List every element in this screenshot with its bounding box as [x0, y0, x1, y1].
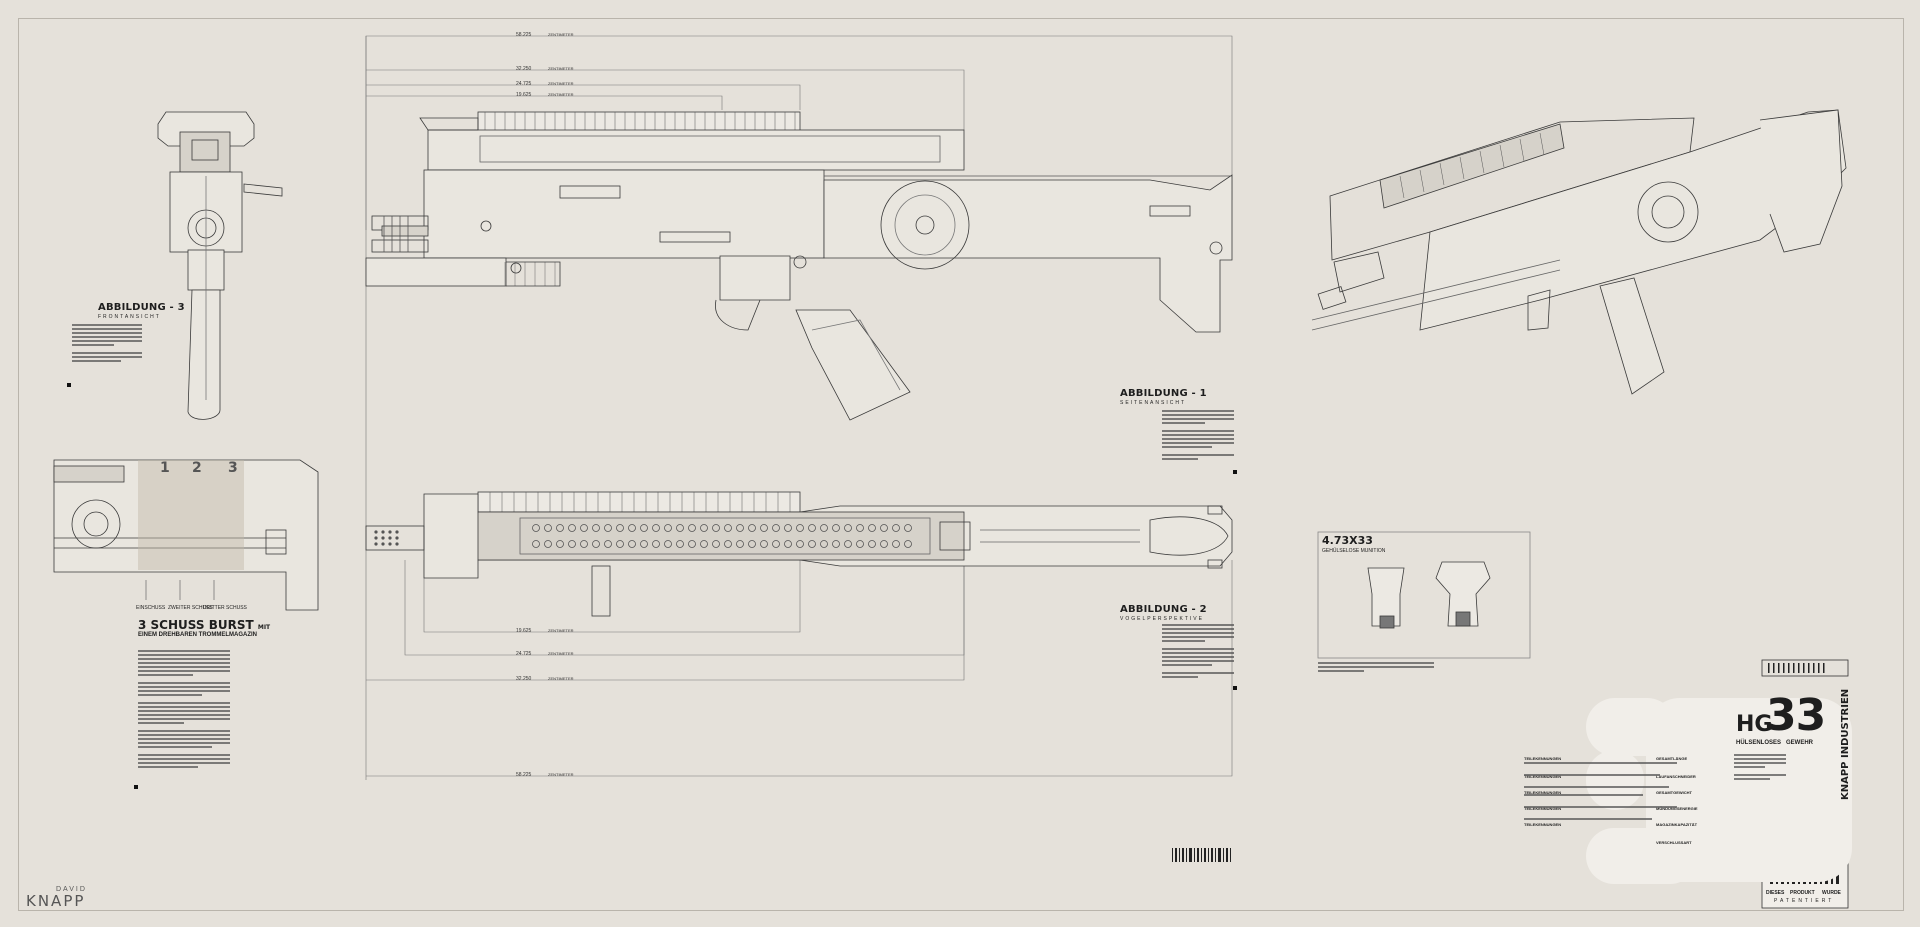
dim-label-bottom-4: 58.225	[516, 772, 532, 778]
barcode-bottom	[1172, 848, 1231, 862]
rifle-perspective-view	[1311, 109, 1847, 395]
burst-label-2: ZWEITER SCHUSS	[168, 605, 213, 611]
dim-unit: ZENTIMETER	[548, 66, 574, 71]
spec-row-label: TEILEKENNUNGEN	[1524, 756, 1562, 761]
dim-unit: ZENTIMETER	[548, 628, 574, 633]
burst-body-text	[138, 650, 230, 770]
fig1-title: ABBILDUNG - 1	[1120, 388, 1207, 399]
patent-word-3: WURDE	[1822, 890, 1841, 896]
spec-right-label: LAUFANSCHNEIDER	[1656, 774, 1696, 779]
dim-unit: ZENTIMETER	[548, 92, 574, 97]
fig2-title: ABBILDUNG - 2	[1120, 604, 1207, 615]
rifle-front-view	[157, 111, 283, 420]
dim-label-top-1: 58.225	[516, 32, 532, 38]
spec-right-label: MAGAZINKAPAZITÄT	[1656, 822, 1698, 827]
fig3-body-text	[72, 324, 142, 364]
marker-square	[1233, 470, 1237, 474]
dim-unit: ZENTIMETER	[548, 32, 574, 37]
fig2-subtitle: VOGELPERSPEKTIVE	[1120, 616, 1204, 622]
burst-number-1: 1	[160, 460, 170, 476]
product-bubble	[1586, 828, 1698, 884]
ammo-subtitle: GEHÜLSELOSE MUNITION	[1322, 548, 1386, 554]
spec-table-cells	[1524, 762, 1694, 822]
dimension-lines-bottom	[366, 550, 1233, 777]
product-sub1: HÜLSENLOSES	[1736, 740, 1782, 746]
marker-square	[134, 785, 138, 789]
ammo-title: 4.73X33	[1322, 534, 1373, 547]
spec-row-label: TEILEKENNUNGEN	[1524, 774, 1562, 779]
company-name: KNAPP INDUSTRIEN	[1840, 688, 1851, 800]
dim-label-bottom-1: 19.625	[516, 628, 532, 634]
barcode-side	[1761, 659, 1849, 677]
spec-right-label: VERSCHLUSSART	[1656, 840, 1692, 845]
product-sub2: GEWEHR	[1786, 740, 1813, 746]
product-body-text	[1734, 754, 1786, 782]
burst-subtitle: EINEM DREHBAREN TROMMELMAGAZIN	[138, 632, 257, 638]
product-bubble	[1586, 750, 1644, 810]
dim-label-top-3: 24.725	[516, 81, 532, 87]
rifle-top-view	[365, 491, 1233, 617]
product-prefix: HG	[1736, 712, 1773, 737]
rifle-side-view	[365, 111, 1233, 421]
dimension-lines-top	[365, 35, 1233, 780]
patent-word-2: PRODUKT	[1790, 890, 1815, 896]
spec-right-label: GESAMTLÄNGE	[1656, 756, 1688, 761]
dim-label-top-2: 32.250	[516, 66, 532, 72]
spec-row-label: TEILEKENNUNGEN	[1524, 790, 1562, 795]
burst-title-text: 3 SCHUSS BURST	[138, 618, 254, 632]
author-last-name: KNAPP	[26, 892, 86, 910]
dim-label-top-4: 19.625	[516, 92, 532, 98]
marker-square	[1233, 686, 1237, 690]
spec-right-label: MÜNDUNGSENERGIE	[1656, 806, 1698, 811]
fig3-title: ABBILDUNG - 3	[98, 302, 185, 313]
spec-row-label: TEILEKENNUNGEN	[1524, 806, 1562, 811]
spec-right-label: GESAMTGEWICHT	[1656, 790, 1692, 795]
burst-title: 3 SCHUSS BURST MIT	[138, 618, 270, 632]
patent-word-1: DIESES	[1766, 890, 1785, 896]
dim-unit: ZENTIMETER	[548, 81, 574, 86]
dim-unit: ZENTIMETER	[548, 772, 574, 777]
fig1-subtitle: SEITENANSICHT	[1120, 400, 1187, 406]
fig3-subtitle: FRONTANSICHT	[98, 314, 161, 320]
burst-number-2: 2	[192, 460, 202, 476]
fig2-body-text	[1162, 624, 1234, 680]
dim-label-bottom-2: 24.725	[516, 651, 532, 657]
marker-square	[67, 383, 71, 387]
dim-unit: ZENTIMETER	[548, 651, 574, 656]
fig1-body-text	[1162, 410, 1234, 462]
burst-shading	[138, 460, 244, 570]
dim-unit: ZENTIMETER	[548, 676, 574, 681]
drawing-frame	[18, 18, 1904, 911]
ammo-box	[1317, 531, 1531, 659]
burst-number-3: 3	[228, 460, 238, 476]
spec-row-label: TEILEKENNUNGEN	[1524, 822, 1562, 827]
burst-label-3: DRITTER SCHUSS	[203, 605, 247, 611]
burst-mit: MIT	[257, 624, 271, 631]
product-number: 33	[1766, 690, 1826, 741]
burst-detail-view	[53, 459, 319, 611]
ammo-body-text	[1318, 662, 1434, 674]
dim-label-bottom-3: 32.250	[516, 676, 532, 682]
patent-word-4: PATENTIERT	[1774, 898, 1835, 904]
burst-label-1: EINSCHUSS	[136, 605, 166, 611]
author-first-name: DAVID	[56, 886, 87, 893]
